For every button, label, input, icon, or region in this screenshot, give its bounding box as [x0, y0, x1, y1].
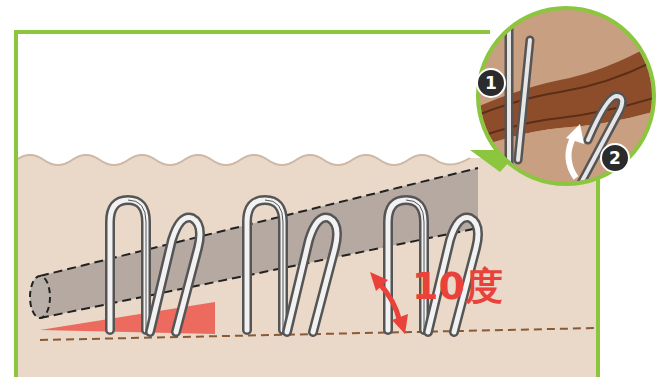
callout-number: 2: [600, 143, 630, 173]
callout-number: 1: [476, 68, 506, 98]
angle-label: 10度: [412, 266, 503, 306]
